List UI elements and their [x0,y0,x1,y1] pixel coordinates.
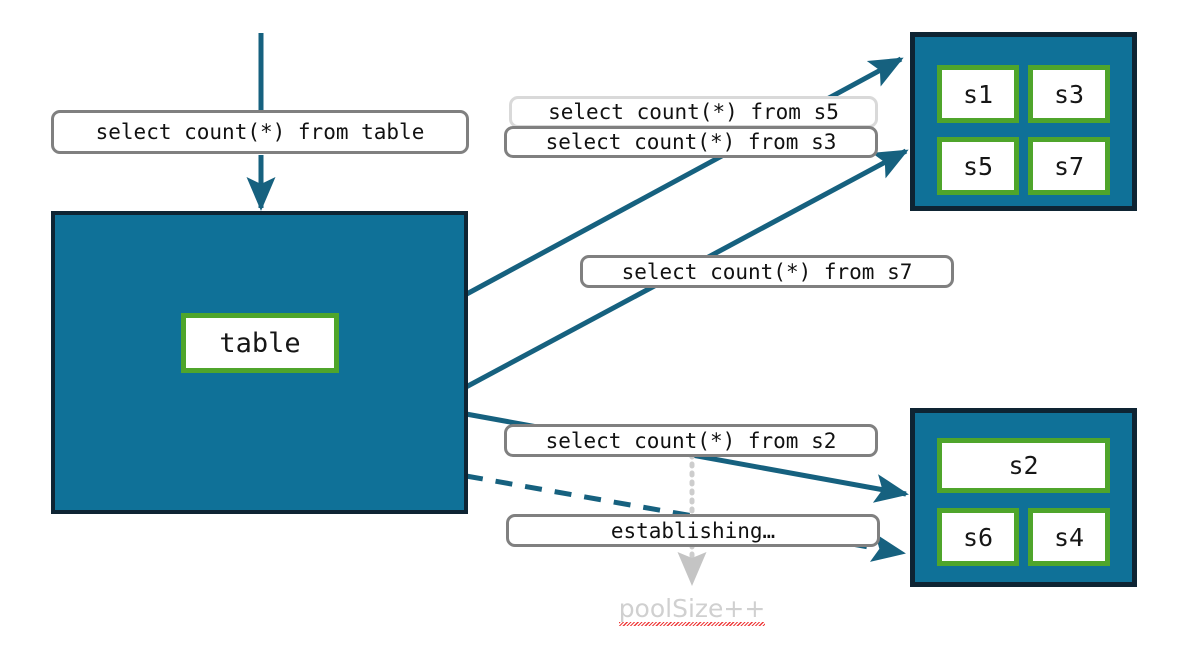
source-query-text: select count(*) from table [95,120,425,144]
server-node-s2[interactable]: s2 [937,438,1110,493]
query-box-establishing[interactable]: establishing… [506,514,880,547]
server-label-s6: s6 [962,522,994,552]
server-node-s7[interactable]: s7 [1028,137,1110,195]
server-node-s1[interactable]: s1 [937,65,1019,123]
server-node-s5[interactable]: s5 [937,137,1019,195]
server-label-s1: s1 [962,79,994,109]
source-query-box[interactable]: select count(*) from table [51,110,469,154]
server-node-s6[interactable]: s6 [937,508,1019,566]
query-box-s3[interactable]: select count(*) from s3 [504,126,878,158]
server-label-s3: s3 [1053,79,1085,109]
query-box-s7[interactable]: select count(*) from s7 [580,255,954,288]
query-box-s2[interactable]: select count(*) from s2 [504,424,878,457]
query-text-s7: select count(*) from s7 [621,259,913,284]
server-label-s5: s5 [962,151,994,181]
poolsize-annotation-text: poolSize++ [618,594,766,626]
query-box-s5[interactable]: select count(*) from s5 [509,96,878,128]
server-node-s3[interactable]: s3 [1028,65,1110,123]
table-node[interactable]: table [181,313,339,373]
query-text-s5: select count(*) from s5 [548,100,839,124]
server-label-s4: s4 [1053,522,1085,552]
server-node-s4[interactable]: s4 [1028,508,1110,566]
table-node-label: table [219,327,301,359]
poolsize-annotation: poolSize++ [592,594,792,626]
server-label-s2: s2 [1008,451,1039,480]
query-text-establishing: establishing… [610,518,776,543]
server-label-s7: s7 [1053,151,1085,181]
query-text-s2: select count(*) from s2 [545,428,837,453]
query-text-s3: select count(*) from s3 [545,130,837,154]
